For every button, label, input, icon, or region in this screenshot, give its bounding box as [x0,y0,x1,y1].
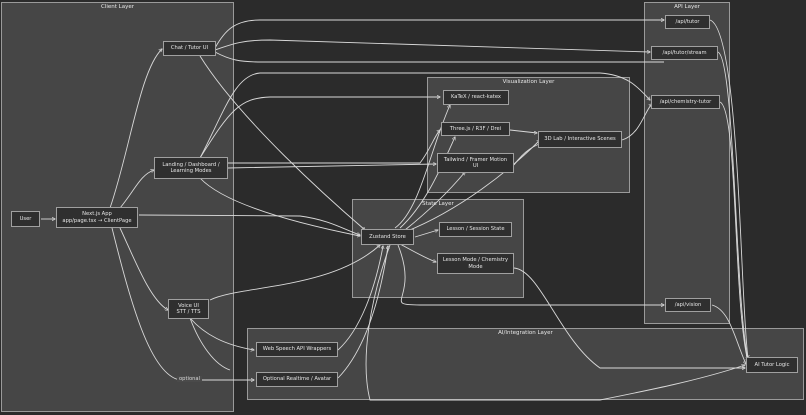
edge-landing-threejs [228,130,440,164]
state-layer-title: State Layer [422,201,454,207]
node-nextjs-app[interactable]: Next.js App app/page.tsx → ClientPage [56,207,138,228]
ai-integration-layer-title: AI/Integration Layer [498,330,553,336]
node-api-vision[interactable]: /api/vision [665,298,711,312]
client-layer-title: Client Layer [100,4,134,10]
edge-landing-katex [199,97,440,159]
node-landing-dashboard[interactable]: Landing / Dashboard / Learning Modes [154,157,228,179]
node-api-tutor-stream[interactable]: /api/tutor/stream [651,46,718,60]
node-api-chemistry-tutor[interactable]: /api/chemistry-tutor [651,95,720,109]
edge-chat-api-mid [214,51,664,63]
visualization-layer-title: Visualization Layer [502,79,555,85]
node-lesson-session-state[interactable]: Lesson / Session State [439,222,512,237]
node-katex[interactable]: KaTeX / react-katex [443,90,509,105]
node-ai-tutor-logic[interactable]: AI Tutor Logic [746,357,798,373]
node-user[interactable]: User [11,211,40,227]
node-voice-ui[interactable]: Voice UI STT / TTS [168,299,209,319]
edge-landing-tailwind [227,164,436,169]
node-web-speech[interactable]: Web Speech API Wrappers [256,342,338,357]
edge-label-optional: optional [177,376,203,382]
node-chat-tutor-ui[interactable]: Chat / Tutor UI [163,41,216,56]
node-tailwind-framer[interactable]: Tailwind / Framer Motion UI [437,153,514,173]
edge-chat-stream [214,39,650,52]
edge-chat-tutor [214,20,664,49]
api-layer-title: API Layer [674,4,700,10]
node-zustand-store[interactable]: Zustand Store [361,229,414,245]
ai-integration-layer: AI/Integration Layer [247,328,804,400]
node-threejs[interactable]: Three.js / R3F / Drei [441,122,510,136]
node-realtime-avatar[interactable]: Optional Realtime / Avatar [256,372,338,387]
node-3d-lab[interactable]: 3D Lab / Interactive Scenes [538,131,622,148]
node-lesson-mode[interactable]: Lesson Mode / Chemistry Mode [437,253,514,274]
node-api-tutor[interactable]: /api/tutor [665,15,710,29]
state-layer: State Layer [352,199,524,298]
